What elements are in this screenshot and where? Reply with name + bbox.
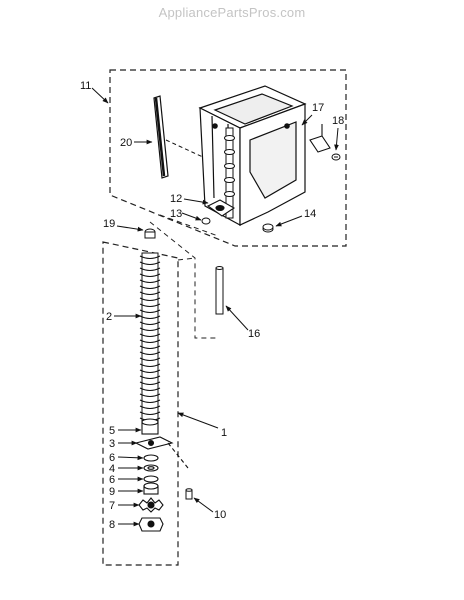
- auger-thread: [139, 267, 161, 271]
- auger-thread: [139, 255, 161, 259]
- auger-thread: [139, 339, 161, 343]
- auger-thread: [139, 375, 161, 379]
- callout-19: 19: [103, 218, 115, 230]
- housing-box-part: [198, 85, 307, 227]
- leader-lines: [91, 87, 339, 527]
- callout-16: 16: [248, 328, 260, 340]
- auger-thread: [139, 393, 161, 397]
- auger-thread: [139, 315, 161, 319]
- auger-thread: [139, 345, 161, 349]
- callout-6a: 6: [109, 452, 115, 464]
- auger-thread: [139, 273, 161, 277]
- callout-17: 17: [312, 102, 324, 114]
- dashed-connectors: [149, 214, 219, 339]
- auger-thread: [139, 303, 161, 307]
- auger-thread: [139, 285, 161, 289]
- callout-3: 3: [109, 438, 115, 450]
- screw-part-18: [331, 153, 341, 161]
- nut-part-14: [262, 223, 274, 233]
- cap-part: [144, 228, 156, 239]
- nut-part-13: [201, 217, 211, 225]
- coupler-part: [206, 199, 236, 217]
- rod-part: [215, 266, 224, 315]
- callout-13: 13: [170, 208, 182, 220]
- callout-8: 8: [109, 519, 115, 531]
- auger-screw-part: [139, 252, 161, 422]
- auger-thread: [139, 363, 161, 367]
- auger-thread: [139, 279, 161, 283]
- callout-20: 20: [120, 137, 132, 149]
- callout-9: 9: [109, 486, 115, 498]
- drive-stack: [134, 418, 189, 532]
- auger-thread: [139, 369, 161, 373]
- callout-11: 11: [80, 80, 91, 92]
- callout-18: 18: [332, 115, 344, 127]
- auger-thread: [139, 387, 161, 391]
- auger-thread: [139, 411, 161, 415]
- watermark: AppliancePartsPros.com: [158, 5, 306, 20]
- auger-thread: [139, 261, 161, 265]
- auger-thread: [139, 381, 161, 385]
- callout-12: 12: [170, 193, 182, 205]
- screw-part-10: [185, 488, 193, 500]
- assembly-1-boundary: [102, 241, 179, 566]
- auger-thread: [139, 333, 161, 337]
- callout-1: 1: [221, 427, 227, 439]
- auger-thread: [139, 321, 161, 325]
- auger-thread: [139, 351, 161, 355]
- auger-thread: [139, 297, 161, 301]
- callout-6b: 6: [109, 474, 115, 486]
- callout-14: 14: [304, 208, 316, 220]
- callout-7: 7: [109, 500, 115, 512]
- drive-shaft-part: [224, 127, 235, 219]
- callout-5: 5: [109, 425, 115, 437]
- auger-thread: [139, 327, 161, 331]
- callout-4: 4: [109, 463, 115, 475]
- auger-thread: [139, 405, 161, 409]
- callout-labels: 11 20 17 18 12 13 14 19 2 16 1 5 3 6 4 6…: [80, 80, 344, 531]
- auger-thread: [139, 357, 161, 361]
- gasket-strip-part: [153, 95, 206, 179]
- auger-thread: [139, 399, 161, 403]
- auger-thread: [139, 291, 161, 295]
- auger-thread: [139, 309, 161, 313]
- callout-2: 2: [106, 311, 112, 323]
- callout-10: 10: [214, 509, 226, 521]
- bracket-part: [309, 124, 331, 153]
